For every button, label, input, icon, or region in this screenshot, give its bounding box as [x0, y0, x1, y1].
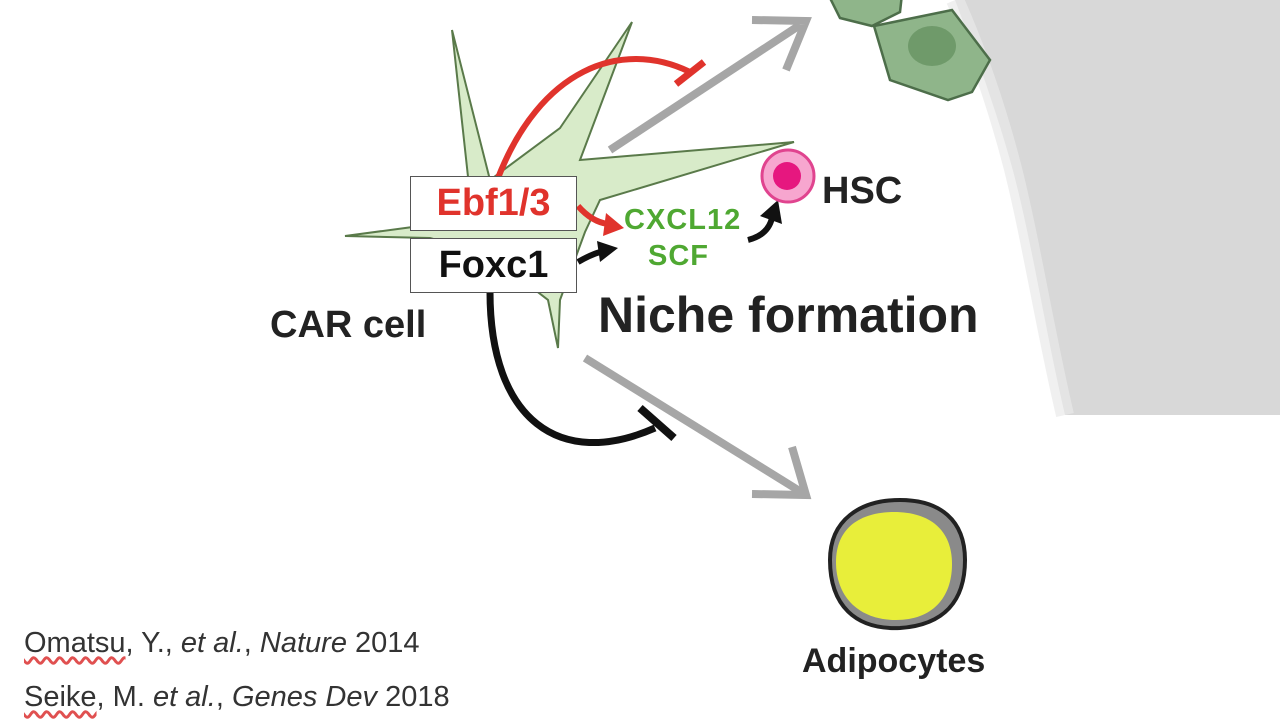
foxc-repression-arc: [486, 291, 677, 447]
hsc-label: HSC: [822, 170, 903, 212]
foxc-label: Foxc1: [438, 244, 549, 286]
ebf-activation-arrow: [575, 203, 624, 236]
ebf-gene-box: Ebf1/3: [410, 176, 577, 231]
foxc-activation-arrow: [576, 241, 618, 265]
car-cell-label: CAR cell: [270, 304, 427, 346]
reference-2-author: Seike: [24, 681, 97, 713]
ebf-label: Ebf1/3: [436, 182, 551, 224]
reference-1: Omatsu, Y., et al., Nature 2014: [24, 627, 420, 659]
reference-2-journal: Genes Dev: [231, 681, 378, 713]
cxcl12-label: CXCL12: [624, 204, 742, 236]
reference-2-year: 2018: [377, 681, 450, 713]
foxc-gene-box: Foxc1: [410, 238, 577, 293]
osteoblast-differentiation-arrow: [607, 16, 812, 154]
osteoblast-cells: [829, 0, 992, 102]
hsc-cell: [760, 148, 816, 204]
cytokine-to-hsc-arrow: [747, 200, 782, 243]
niche-formation-label: Niche formation: [598, 287, 979, 343]
reference-1-etal: et al.: [180, 627, 244, 659]
reference-2-etal: et al.: [152, 681, 216, 713]
adipocyte-cell: [827, 497, 968, 631]
reference-1-author: Omatsu: [24, 627, 126, 659]
adipocytes-label: Adipocytes: [802, 642, 986, 680]
reference-1-year: 2014: [346, 627, 420, 659]
reference-2: Seike, M. et al., Genes Dev 2018: [24, 681, 450, 713]
ebf-repression-arc: [495, 56, 707, 180]
bone-surface: [955, 0, 1280, 415]
adipocyte-differentiation-arrow: [582, 354, 812, 500]
reference-1-journal: Nature: [259, 627, 347, 659]
scf-label: SCF: [648, 240, 709, 272]
